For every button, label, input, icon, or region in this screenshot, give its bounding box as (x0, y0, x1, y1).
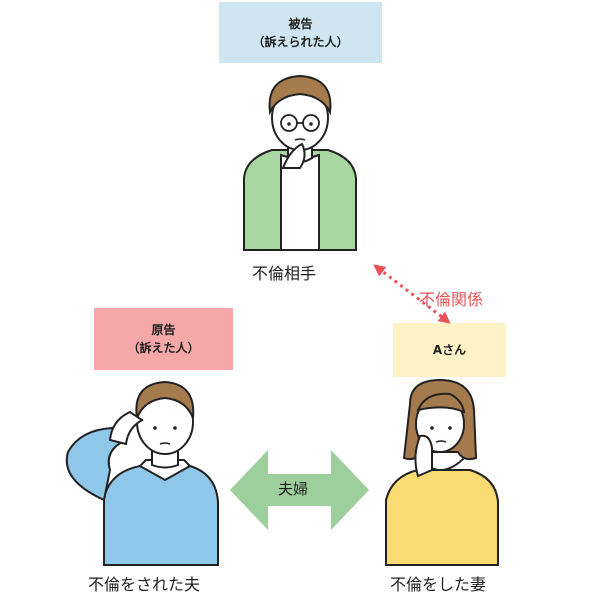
person-a-label-box: Aさん (393, 323, 506, 377)
husband-caption: 不倫をされた夫 (88, 575, 201, 594)
plaintiff-title: 原告 (151, 323, 176, 337)
couple-relation-arrow (230, 450, 369, 530)
defendant-title: 被告 (288, 16, 313, 31)
husband-figure (65, 380, 219, 566)
person-a-label: Aさん (432, 343, 467, 357)
defendant-subtitle: （訴えられた人） (252, 34, 349, 49)
plaintiff-label-box: 原告 （訴えた人） (94, 308, 233, 370)
affair-relation-label: 不倫関係 (419, 290, 484, 309)
plaintiff-subtitle: （訴えた人） (127, 341, 200, 355)
affair-partner-figure (243, 74, 357, 251)
defendant-label-box: 被告 （訴えられた人） (219, 2, 382, 63)
wife-figure (385, 378, 499, 566)
affair-partner-caption: 不倫相手 (252, 264, 317, 283)
couple-relation-label: 夫婦 (278, 480, 309, 498)
affair-relation-arrow (373, 264, 451, 324)
wife-caption: 不倫をした妻 (390, 575, 487, 594)
